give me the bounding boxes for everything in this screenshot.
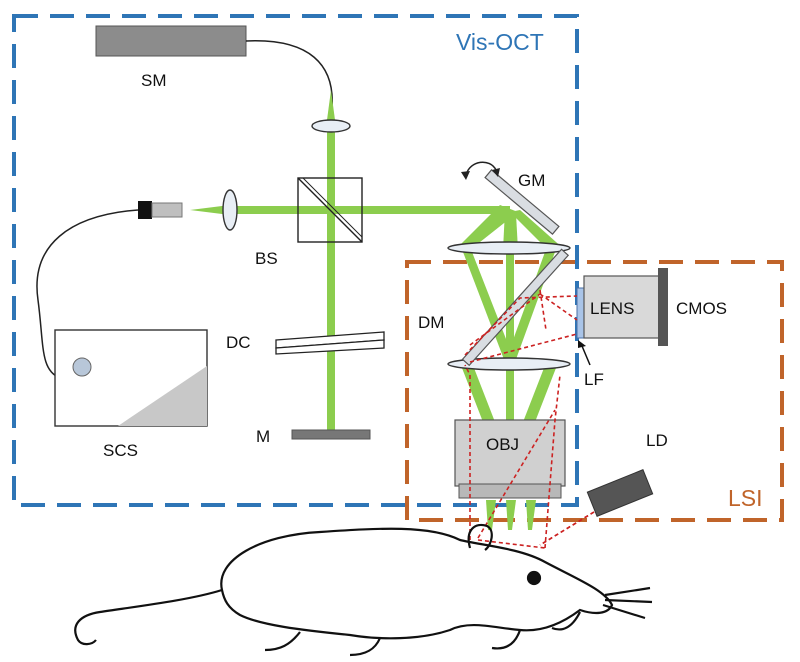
galvo-mirror — [484, 169, 560, 235]
visoct-title: Vis-OCT — [456, 29, 544, 55]
scan-lens — [447, 241, 571, 255]
lens-label: LENS — [590, 299, 634, 318]
collimating-lens — [222, 189, 238, 231]
fiber-collimator — [151, 202, 183, 218]
lf-pointer — [581, 345, 591, 366]
tube-lens — [447, 357, 571, 371]
mouse-illustration — [74, 523, 653, 657]
reference-lens — [311, 119, 351, 133]
fiber-connector — [138, 201, 152, 219]
scs-label: SCS — [103, 441, 138, 460]
spectrometer-block — [95, 25, 247, 57]
dm-label: DM — [418, 313, 444, 332]
dispersion-compensator — [275, 331, 385, 355]
reference-mirror — [291, 429, 371, 440]
sm-label: SM — [141, 71, 167, 90]
sm-fiber — [245, 40, 333, 109]
source-fiber — [36, 209, 139, 379]
camera-lens — [583, 275, 661, 339]
cmos-label: CMOS — [676, 299, 727, 318]
objective — [454, 419, 566, 487]
lsi-boundary — [405, 260, 784, 522]
lsi-laser-path — [464, 289, 595, 549]
lsi-title: LSI — [728, 485, 763, 511]
lf-label: LF — [584, 370, 604, 389]
ld-label: LD — [646, 431, 668, 450]
dc-label: DC — [226, 333, 251, 352]
visoct-boundary — [12, 14, 579, 507]
cmos-sensor — [658, 268, 668, 346]
gm-label: GM — [518, 171, 545, 190]
m-label: M — [256, 427, 270, 446]
lsi-filter — [576, 287, 585, 339]
obj-label: OBJ — [486, 435, 519, 454]
beam-splitter — [297, 177, 363, 243]
source-port — [72, 357, 92, 377]
laser-diode — [586, 469, 654, 517]
bs-label: BS — [255, 249, 278, 268]
